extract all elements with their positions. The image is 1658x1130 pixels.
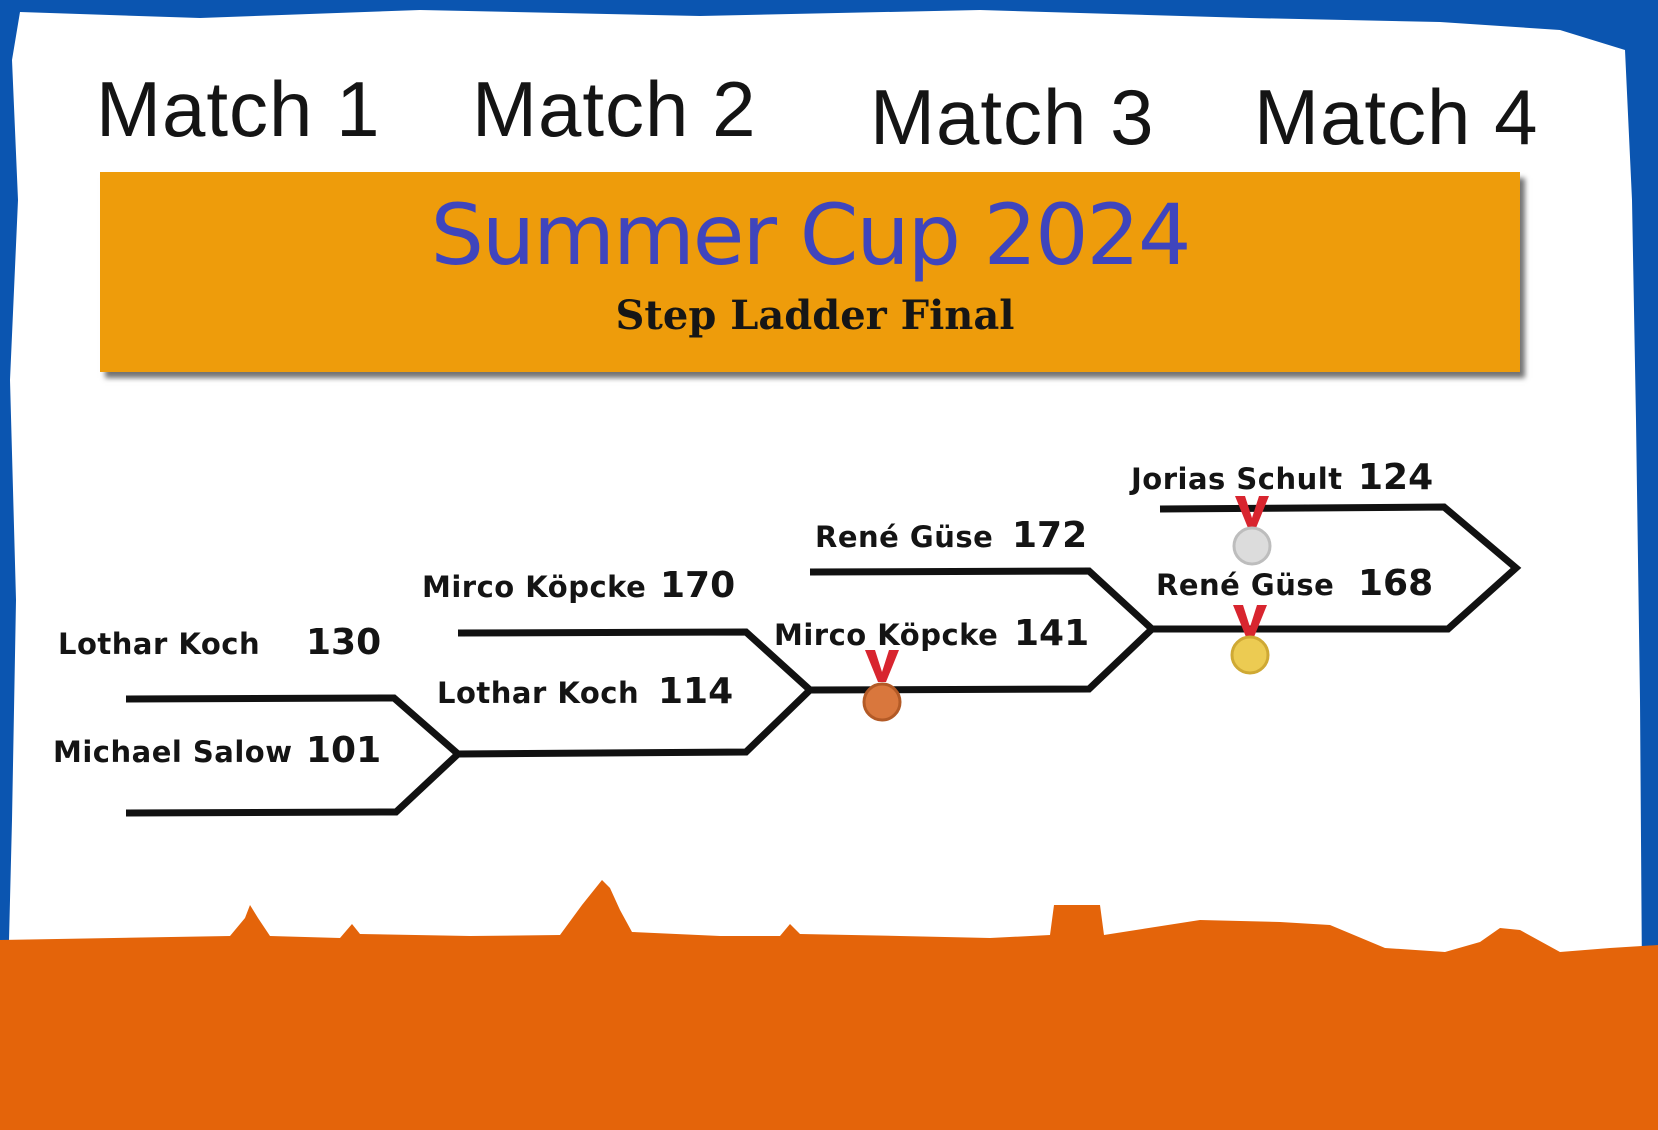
bracket-match-4 (1152, 503, 1522, 633)
gold-medal-icon (1230, 605, 1270, 675)
silver-medal-icon (1232, 496, 1272, 566)
match-1-bottom-player-name: Michael Salow (53, 735, 293, 769)
title-banner: Summer Cup 2024 Step Ladder Final (100, 172, 1520, 372)
match-1-top-player-score: 130 (306, 622, 382, 663)
match-3-bottom-player-name: Mirco Köpcke (774, 618, 999, 652)
match-3-header: Match 3 (870, 73, 1155, 161)
match-4-bottom-player-score: 168 (1358, 563, 1434, 604)
match-4-header: Match 4 (1254, 73, 1539, 161)
match-3-top-player-name: René Güse (815, 520, 994, 554)
match-1-top-player-name: Lothar Koch (58, 627, 261, 661)
match-3-bottom-player-score: 141 (1014, 613, 1090, 654)
match-2-top-player-name: Mirco Köpcke (422, 570, 647, 604)
match-2-top-player-score: 170 (660, 565, 736, 606)
match-2-header: Match 2 (472, 65, 757, 153)
banner-title: Summer Cup 2024 (430, 186, 1192, 284)
match-2-bottom-player-name: Lothar Koch (437, 676, 640, 710)
match-4-bottom-player-name: René Güse (1156, 568, 1335, 602)
match-2-bottom-player-score: 114 (658, 671, 734, 712)
match-4-top-player-score: 124 (1358, 457, 1434, 498)
match-1-bottom-player-score: 101 (306, 730, 382, 771)
bronze-medal-icon (862, 650, 902, 722)
match-3-top-player-score: 172 (1012, 515, 1088, 556)
match-1-header: Match 1 (96, 65, 381, 153)
match-4-top-player-name: Jorias Schult (1131, 462, 1343, 496)
banner-subtitle: Step Ladder Final (615, 292, 1015, 339)
